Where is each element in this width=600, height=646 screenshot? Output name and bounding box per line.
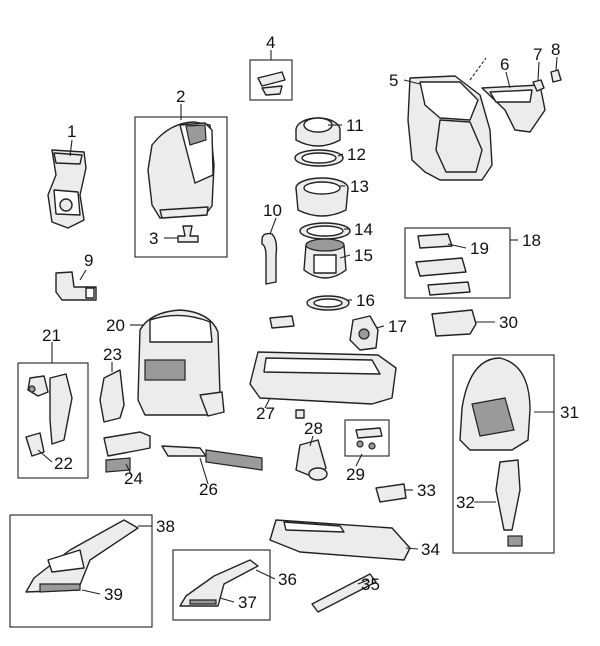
- part-16-gasket: [306, 295, 350, 311]
- part-29-hardware-kit: [355, 427, 383, 450]
- part-32-float-assembly: [495, 459, 523, 547]
- group-frame-31: [452, 354, 555, 554]
- part-11-motor-cap: [295, 117, 341, 147]
- callout-14: 14: [354, 220, 373, 239]
- part-33-clip: [375, 483, 407, 503]
- callout-33: 33: [417, 481, 436, 500]
- callout-24: 24: [124, 469, 143, 488]
- callout-30: 30: [499, 313, 518, 332]
- leader-lines: [37, 50, 558, 603]
- part-38-upholstery-tool: [25, 519, 139, 593]
- callout-23: 23: [103, 345, 122, 364]
- callout-labels: 1 2 3 4 5 6 7 8 9 10 11 12 13 14 15 16 1…: [42, 33, 579, 612]
- part-7-screw: [532, 79, 545, 92]
- group-frame-29: [344, 419, 390, 457]
- callout-7: 7: [533, 45, 542, 64]
- part-28-float: [295, 439, 328, 481]
- part-27-base-tray: [249, 351, 397, 405]
- callout-35: 35: [361, 575, 380, 594]
- callout-5: 5: [389, 71, 398, 90]
- callout-34: 34: [421, 540, 440, 559]
- callout-38: 38: [156, 517, 175, 536]
- callout-6: 6: [500, 55, 509, 74]
- callout-9: 9: [84, 251, 93, 270]
- callout-27: 27: [256, 404, 275, 423]
- part-5-handle-housing: [407, 75, 493, 181]
- part-27-screw: [295, 409, 305, 419]
- part-6-spring: [469, 57, 487, 81]
- part-3-tank-valve: [177, 225, 199, 243]
- callout-11: 11: [346, 116, 364, 135]
- callout-20: 20: [106, 316, 125, 335]
- part-10-hose-elbow: [261, 232, 278, 285]
- part-8-screw: [550, 69, 562, 83]
- callout-13: 13: [350, 177, 369, 196]
- part-30-tool-holder: [431, 309, 477, 337]
- part-12-gasket: [294, 149, 344, 167]
- group-frame-18: [404, 227, 511, 299]
- callout-26: 26: [199, 480, 218, 499]
- part-9-connector: [55, 271, 97, 301]
- callout-32: 32: [456, 493, 475, 512]
- part-27-bracket: [269, 315, 295, 329]
- callout-4: 4: [266, 33, 275, 52]
- callout-15: 15: [354, 246, 373, 265]
- callout-36: 36: [278, 570, 297, 589]
- part-24-brush-tool: [103, 431, 151, 473]
- callout-37: 37: [238, 593, 257, 612]
- callout-18: 18: [522, 231, 541, 250]
- part-1-nozzle-head: [47, 149, 87, 229]
- part-34-base-plate: [269, 519, 411, 561]
- callout-2: 2: [176, 87, 185, 106]
- part-14-gasket: [299, 222, 351, 240]
- callout-19: 19: [470, 239, 489, 258]
- part-21-latch: [25, 373, 73, 457]
- part-15-motor: [303, 238, 347, 279]
- part-23-side-panel: [99, 369, 125, 423]
- callout-28: 28: [304, 419, 323, 438]
- callout-22: 22: [54, 454, 73, 473]
- group-frame-38: [9, 514, 153, 628]
- part-17-pump: [349, 315, 379, 351]
- callout-3: 3: [149, 229, 158, 248]
- part-31-dirty-water-tank: [459, 357, 531, 451]
- callout-39: 39: [104, 585, 123, 604]
- group-frame-21: [17, 362, 89, 479]
- callout-12: 12: [347, 145, 366, 164]
- part-20-main-body: [137, 309, 225, 417]
- callout-8: 8: [551, 40, 560, 59]
- part-18-control-board-assembly: [415, 233, 471, 296]
- group-frame-36: [172, 549, 271, 621]
- callout-10: 10: [263, 201, 282, 220]
- part-36-small-tool: [179, 559, 259, 607]
- part-4-clip: [257, 71, 286, 96]
- part-6-handle-cover: [481, 84, 546, 133]
- callout-29: 29: [346, 465, 365, 484]
- callout-31: 31: [560, 403, 579, 422]
- part-26-hose: [161, 445, 263, 471]
- callout-21: 21: [42, 326, 61, 345]
- callout-1: 1: [67, 122, 76, 141]
- callout-17: 17: [388, 317, 407, 336]
- part-2-clean-water-tank: [147, 121, 215, 219]
- part-13-motor-housing: [295, 177, 349, 217]
- callout-16: 16: [356, 291, 375, 310]
